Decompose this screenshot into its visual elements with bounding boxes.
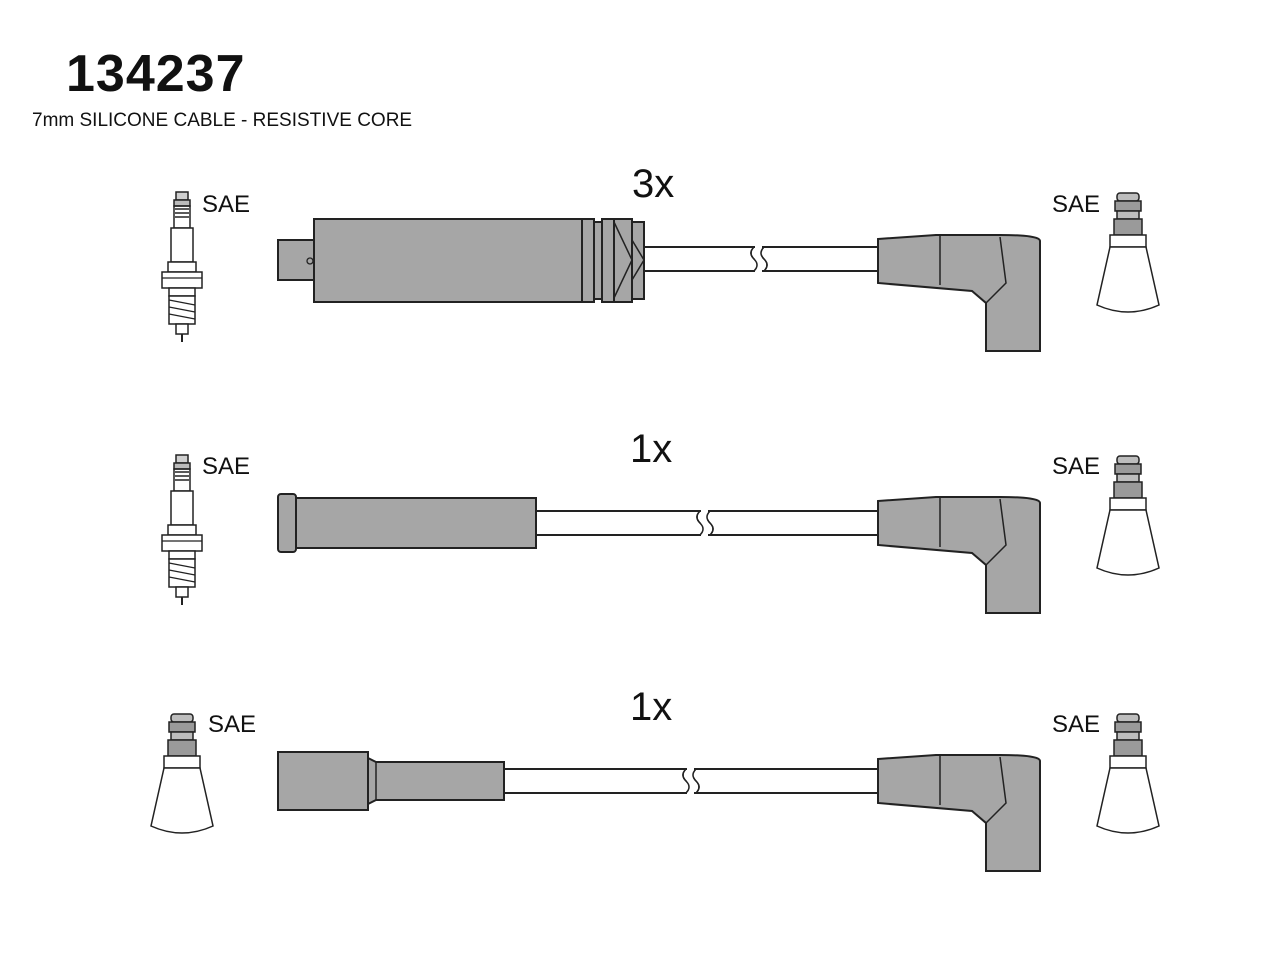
row-2-right-label: SAE bbox=[1052, 453, 1100, 480]
lead-row-3: 1x SAE SAE bbox=[150, 685, 1160, 872]
straight-boot bbox=[277, 218, 645, 303]
sae-terminal-icon bbox=[1096, 713, 1160, 834]
lead-row-2: 1x SAE SAE bbox=[161, 427, 1160, 614]
row-2-left-label: SAE bbox=[202, 453, 250, 480]
angle-boot bbox=[877, 754, 1041, 872]
sae-terminal-icon bbox=[1096, 192, 1160, 313]
spark-plug-icon bbox=[161, 454, 203, 606]
lead-row-1: 3x SAE SAE bbox=[161, 162, 1160, 352]
cable-description: 7mm SILICONE CABLE - RESISTIVE CORE bbox=[32, 110, 413, 131]
angle-boot bbox=[877, 234, 1041, 352]
row-3-left-label: SAE bbox=[208, 711, 256, 738]
sae-terminal-icon bbox=[1096, 455, 1160, 576]
row-1-left-label: SAE bbox=[202, 191, 250, 218]
part-number: 134237 bbox=[66, 45, 246, 103]
straight-boot bbox=[277, 493, 537, 553]
spark-plug-icon bbox=[161, 191, 203, 343]
sae-terminal-icon bbox=[150, 713, 214, 834]
row-1-quantity: 3x bbox=[632, 162, 674, 206]
straight-boot bbox=[277, 751, 505, 811]
row-1-right-label: SAE bbox=[1052, 191, 1100, 218]
row-2-quantity: 1x bbox=[630, 427, 672, 471]
row-3-quantity: 1x bbox=[630, 685, 672, 729]
row-3-right-label: SAE bbox=[1052, 711, 1100, 738]
angle-boot bbox=[877, 496, 1041, 614]
